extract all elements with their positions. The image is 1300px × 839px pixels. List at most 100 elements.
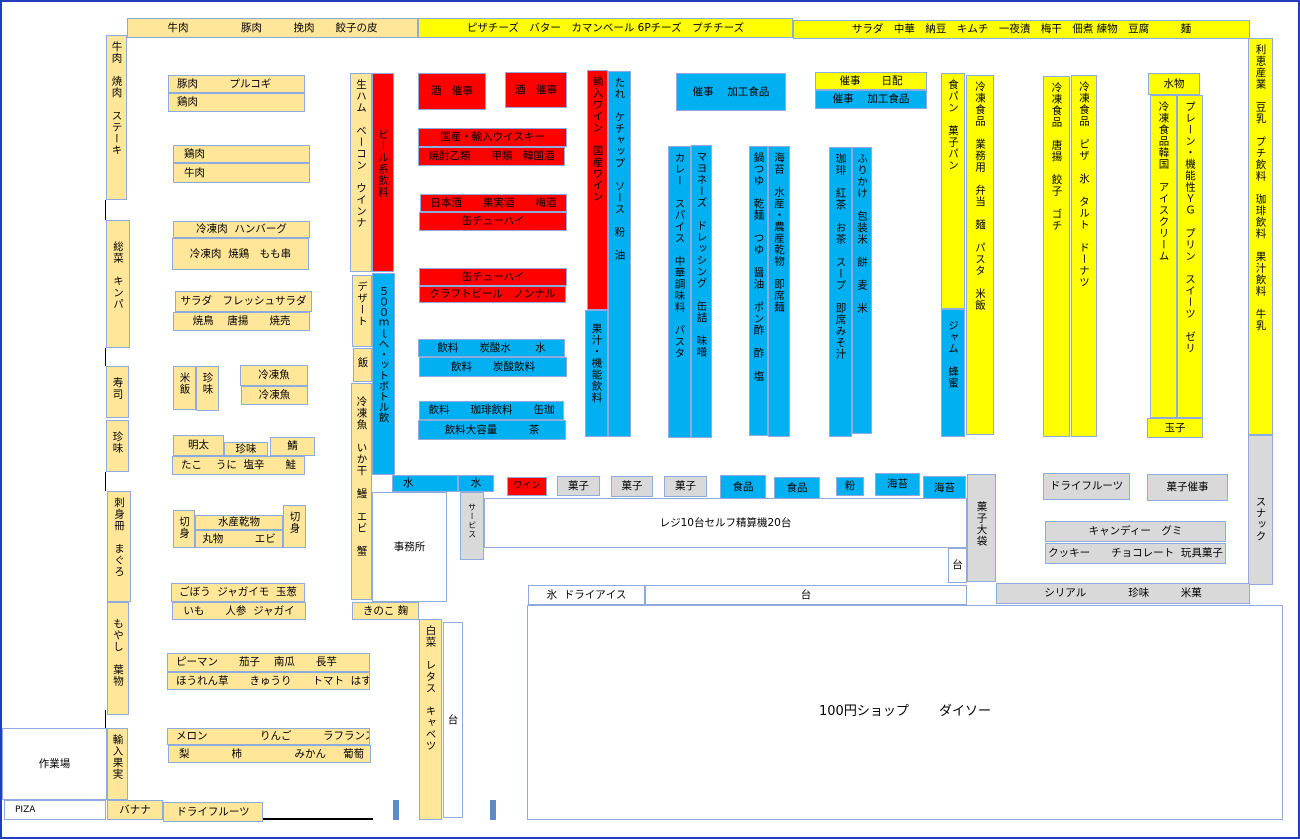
shelf-whisky: 国産・輸入ウイスキー [418, 128, 567, 147]
shelf-nihonshu: 日本酒 果実酒 梅酒 [420, 194, 567, 212]
shelf-eggs: 玉子 [1147, 418, 1203, 438]
wall-line [105, 348, 106, 366]
shelf-cereal: シリアル 珍味 米菓 [996, 583, 1250, 604]
shelf-cookie: クッキー チョコレート 玩具菓子 [1045, 543, 1226, 564]
shelf-cheese: ピザチーズ バター カマンベール 6Pチーズ プチチーズ [418, 18, 793, 38]
shelf-event-processed-2: 催事 加工食品 [815, 90, 927, 109]
shelf-pet-bottle: ５００ｍｌへ・ットボトル飲 [372, 273, 395, 475]
service-counter: サービス [460, 492, 484, 560]
endcap-nori-1: 海苔 [875, 473, 920, 496]
shelf-salad: サラダ フレッシュサラダ [175, 291, 312, 312]
shelf-imo: いも 人参 ジャガイ [172, 602, 306, 620]
endcap-kashi-2: 菓子 [611, 476, 653, 497]
arrow-up-icon [393, 800, 399, 820]
shelf-rice: 米飯 [173, 366, 196, 410]
shelf-chinmi-2: 珍味 [196, 366, 219, 411]
shelf-saba: 鯖 [270, 437, 315, 456]
shelf-import-fruit: 輸入果実 [107, 728, 128, 800]
shelf-jam: ジャム 蜂蜜 [941, 309, 965, 437]
office: 事務所 [372, 492, 447, 602]
shelf-coffee-drinks: 飲料 珈琲飲料 缶珈 [419, 401, 564, 420]
endcap-food-2: 食品 [774, 477, 820, 500]
wall-line [105, 200, 106, 220]
shelf-sushi: 寿司 [106, 366, 129, 418]
shelf-candy: キャンディー グミ [1045, 521, 1226, 542]
shelf-piman: ピーマン 茄子 南瓜 長芋 [167, 653, 370, 672]
shelf-kashi-event: 菓子催事 [1147, 474, 1228, 501]
shelf-chuhai-2: 缶チューハイ [419, 268, 567, 286]
shelf-moyashi: もやし 葉物 [107, 602, 129, 715]
shelf-dried-fruit-left: ドライフルーツ [163, 802, 263, 822]
shelf-tako: たこ うに 塩辛 鮭 [172, 456, 305, 475]
shelf-pear: 梨 柿 みかん 葡萄 [168, 745, 371, 763]
shelf-frozen-fish-1: 冷凍魚 [240, 365, 308, 386]
shelf-yogurt: プレーン・機能性ＹＧ プリン スイーツ ゼリ [1177, 95, 1203, 418]
shelf-shochu: 焼酎乙類 甲類 韓国酒 [418, 147, 565, 166]
shelf-gobo: ごぼう ジャガイモ 玉葱 [171, 583, 305, 602]
shelf-soda: 飲料 炭酸飲料 [419, 357, 567, 377]
shelf-juice: 果汁・機能飲料 [585, 310, 608, 437]
shelf-dried-fruit: ドライフルーツ [1043, 473, 1130, 500]
workroom: 作業場 [2, 728, 107, 800]
shelf-meat-wall: 牛肉 豚肉 挽肉 餃子の皮 [127, 18, 418, 38]
shelf-frozen-korea: 冷凍食品韓国 アイスクリーム [1150, 95, 1177, 418]
table-3: 台 [645, 585, 967, 605]
shelf-deli: サラダ 中華 納豆 キムチ 一夜漬 梅干 佃煮 練物 豆腐 麺 [793, 20, 1250, 39]
shelf-nori: 海苔 水産・農産乾物 即席麺 [768, 146, 790, 437]
shelf-dessert: デザート [352, 275, 372, 347]
shelf-chicken: 鶏肉 [168, 93, 305, 112]
shelf-chuhai-1: 缶チューハイ [419, 212, 567, 231]
arrow-down-icon [490, 800, 496, 820]
shelf-snack: スナック [1248, 435, 1273, 585]
shelf-beer: ビール系飲料 [372, 73, 394, 272]
shelf-frozen-karaage: 冷凍食品 唐揚 餃子 ゴチ [1043, 76, 1070, 437]
shelf-large-drinks: 飲料大容量 茶 [418, 420, 566, 440]
shelf-spinach: ほうれん草 きゅうり トマト はす [167, 672, 370, 690]
shelf-mayo: マヨネーズ ドレッシング 缶詰 味噌 [691, 145, 712, 438]
shelf-water-2: 水 [458, 475, 494, 492]
shelf-kirimi-2: 切身 [283, 505, 306, 548]
endcap-flour: 粉 [836, 477, 864, 496]
shelf-frozen-yakitori: 冷凍肉 焼鶏 もも串 [172, 238, 309, 270]
endcap-wine: ワイン [507, 477, 547, 496]
endcap-kashi-1: 菓子 [557, 476, 600, 496]
shelf-frozen-biz: 冷凍食品 業務用 弁当 麺 パスタ 米飯 [966, 75, 994, 435]
shelf-banana: バナナ [107, 800, 163, 820]
shelf-meshi: 飯 [353, 348, 372, 382]
shelf-yakitori: 焼鳥 唐揚 焼売 [173, 312, 310, 331]
shelf-drinks-wall: 利恵産業 豆乳 プチ飲料 珈琲飲料 果汁飲料 牛乳 [1248, 38, 1273, 435]
shelf-pork: 豚肉 プルコギ [168, 75, 305, 93]
shelf-frozen-hamburg: 冷凍肉 ハンバーグ [173, 221, 310, 238]
shelf-coffee-tea: 珈琲 紅茶 お茶 スープ 即席みそ汁 [829, 147, 852, 437]
shelf-chicken-2: 鶏肉 [173, 145, 310, 163]
shelf-marumono: 丸物 エビ [195, 530, 283, 548]
shelf-sake-event-1: 酒 催事 [418, 73, 486, 110]
table-2: 台 [948, 548, 967, 583]
shelf-mentai: 明太 [173, 435, 224, 456]
shelf-ham: 生ハム ベーコン ウインナ [350, 73, 372, 272]
shelf-sashimi: 刺身冊 まぐろ [107, 491, 131, 602]
daiso-100yen-shop: 100円ショップ ダイソー [527, 605, 1283, 820]
shelf-event-processed-1: 催事 加工食品 [676, 73, 786, 111]
shelf-chinmi: 珍味 [106, 420, 129, 472]
shelf-chinmi-3: 珍味 [224, 442, 268, 456]
shelf-kashi-big: 菓子大袋 [967, 474, 996, 582]
wall-line [105, 472, 106, 491]
shelf-event-daily: 催事 日配 [815, 72, 927, 90]
wall-line [263, 818, 373, 820]
shelf-souzai: 総菜 キンパ [106, 220, 130, 348]
shelf-craft-beer: クラフトビール ノンナル [419, 286, 566, 303]
shelf-kinoko: きのこ 麹 [352, 602, 419, 620]
register-area: レジ10台セルフ精算機20台 [484, 498, 967, 548]
endcap-food-1: 食品 [720, 475, 766, 499]
shelf-kirimi-1: 切身 [173, 510, 195, 548]
shelf-frozen-pizza: 冷凍食品 ピザ 氷 タルト ドーナツ [1071, 75, 1097, 437]
shelf-sake-event-2: 酒 催事 [505, 72, 567, 108]
shelf-frozen-fish: 冷凍魚 いか干 鰻 エビ 蟹 [351, 383, 372, 600]
shelf-beef-2: 牛肉 [173, 163, 310, 183]
shelf-bread: 食パン 菓子パン [941, 73, 965, 309]
ice-dry-ice: 氷 ドライアイス [528, 585, 645, 605]
wall-line [105, 710, 106, 728]
